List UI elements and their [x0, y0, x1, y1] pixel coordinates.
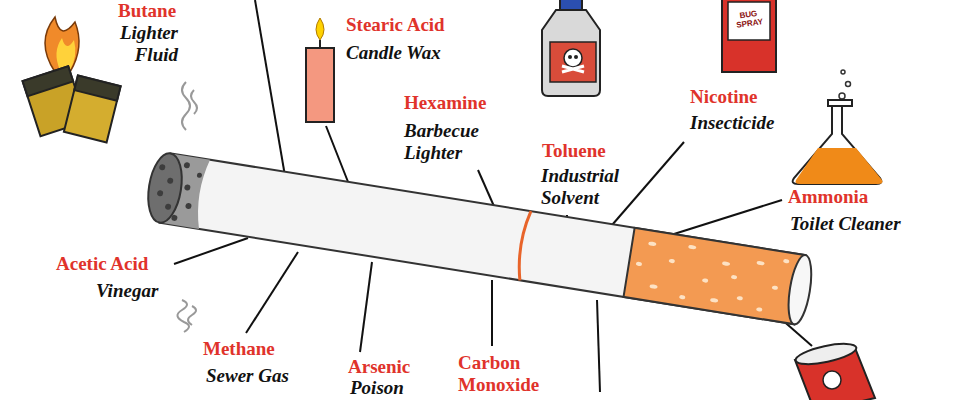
common-product: Candle Wax: [346, 42, 441, 64]
chemical-name: Hexamine: [404, 92, 486, 114]
chemical-name: Arsenic: [348, 356, 410, 378]
chemical-name: Butane: [118, 0, 176, 22]
spray-can-illustration: [722, 0, 776, 72]
common-product: Lighter Fluid: [100, 22, 178, 66]
chemical-name: Acetic Acid: [56, 253, 148, 275]
chemical-name: Ammonia: [788, 186, 868, 208]
bottle-illustration: [542, 0, 600, 96]
chemical-name: Carbon Monoxide: [458, 352, 556, 396]
common-product: Industrial Solvent: [541, 165, 641, 209]
chemical-name: Stearic Acid: [346, 14, 445, 36]
chemical-name: Methane: [203, 338, 275, 360]
flask-illustration: [793, 70, 883, 184]
common-product: Vinegar: [96, 280, 158, 302]
paint-can-illustration: [794, 340, 875, 400]
common-product: Barbecue Lighter: [404, 120, 504, 164]
common-product: Insecticide: [690, 112, 774, 134]
common-product: Toilet Cleaner: [790, 213, 901, 235]
lighter-illustration: [23, 17, 121, 142]
chemical-name: Toluene: [542, 140, 606, 162]
chemical-name: Nicotine: [690, 86, 758, 108]
cigarette-illustration: [144, 151, 816, 326]
candle-illustration: [306, 18, 334, 122]
common-product: Poison: [350, 377, 404, 399]
common-product: Sewer Gas: [206, 365, 289, 387]
